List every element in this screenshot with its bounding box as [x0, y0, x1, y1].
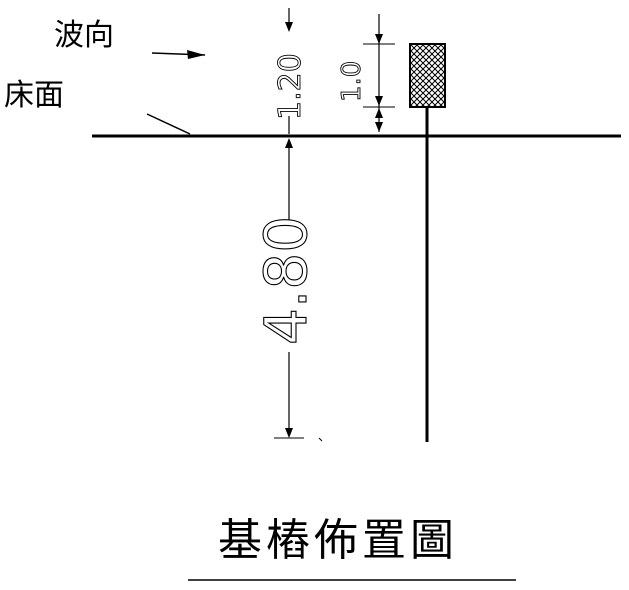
dim-marker-text: 1.0 — [337, 61, 367, 102]
dim-above-bed — [285, 8, 293, 134]
dim-above-bed-text: 1.20 — [273, 53, 308, 120]
dim-marker — [363, 14, 395, 132]
bed-surface-label: 床面 — [4, 78, 64, 113]
arrow-right-icon — [151, 50, 206, 59]
bed-surface-leader — [146, 113, 191, 135]
drawing-title: 基樁佈置圖 — [218, 515, 458, 566]
dim-below-bed — [274, 138, 323, 442]
dim-below-bed-text: 4.80 — [252, 216, 320, 345]
wave-direction-label: 波向 — [54, 18, 114, 53]
crosshatch-marker-icon — [409, 43, 446, 108]
